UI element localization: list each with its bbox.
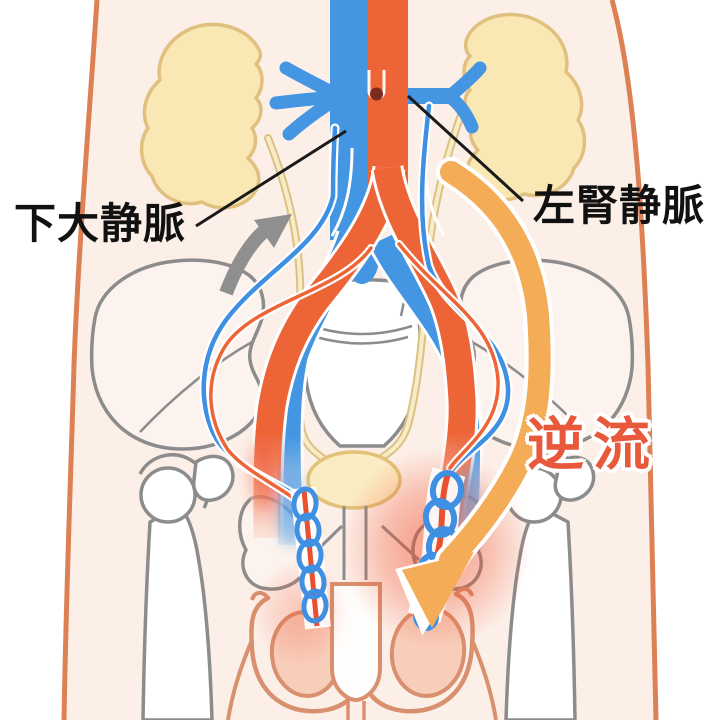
body-outline-left: [61, 0, 100, 720]
reflux-label: 逆流: [527, 413, 659, 477]
reflux-arrow-shaft: [439, 161, 551, 571]
groin-line-right: [470, 639, 498, 720]
right-kidney: [139, 22, 264, 210]
groin-line-left: [226, 639, 254, 720]
inferior-vena-cava-label: 下大静脈: [14, 200, 187, 247]
right-testicular-artery: [209, 246, 373, 502]
left-renal-vein-label: 左腎静脈: [533, 182, 706, 229]
up-flow-arrow-icon: [219, 214, 292, 296]
renal-vein-branches: [269, 61, 487, 141]
left-testicular-artery: [397, 242, 500, 470]
left-femur-shaft: [141, 504, 214, 720]
sacrum-arc-2: [315, 335, 409, 345]
left-femur-head: [139, 466, 197, 524]
aorta-white-edge-left: [330, 147, 354, 237]
left-arcuate-line: [139, 340, 253, 433]
kidneys: [139, 12, 587, 210]
right-renal-branch-upper: [279, 61, 340, 100]
reflux-arrow-icon: [395, 157, 555, 636]
right-renal-branch-lower: [282, 94, 340, 141]
renal-vein-leader-line: [406, 94, 525, 203]
ivc-leader-line: [195, 129, 347, 228]
compression-point-dot: [370, 87, 383, 101]
leader-lines: [195, 94, 525, 228]
left-greater-trochanter: [191, 454, 235, 502]
reflux-arrow-head: [402, 552, 474, 628]
left-renal-branch-lower: [443, 90, 479, 134]
left-iliac-wing: [89, 258, 266, 451]
pampiniform-plexus-right-side: [290, 486, 331, 630]
vein-braid: [291, 486, 329, 624]
up-arrow-head: [254, 214, 292, 248]
gonadal-vessels: [199, 101, 513, 504]
right-greater-trochanter: [553, 455, 596, 502]
body-outline-right: [609, 0, 659, 720]
aorta-group: [330, 0, 446, 237]
